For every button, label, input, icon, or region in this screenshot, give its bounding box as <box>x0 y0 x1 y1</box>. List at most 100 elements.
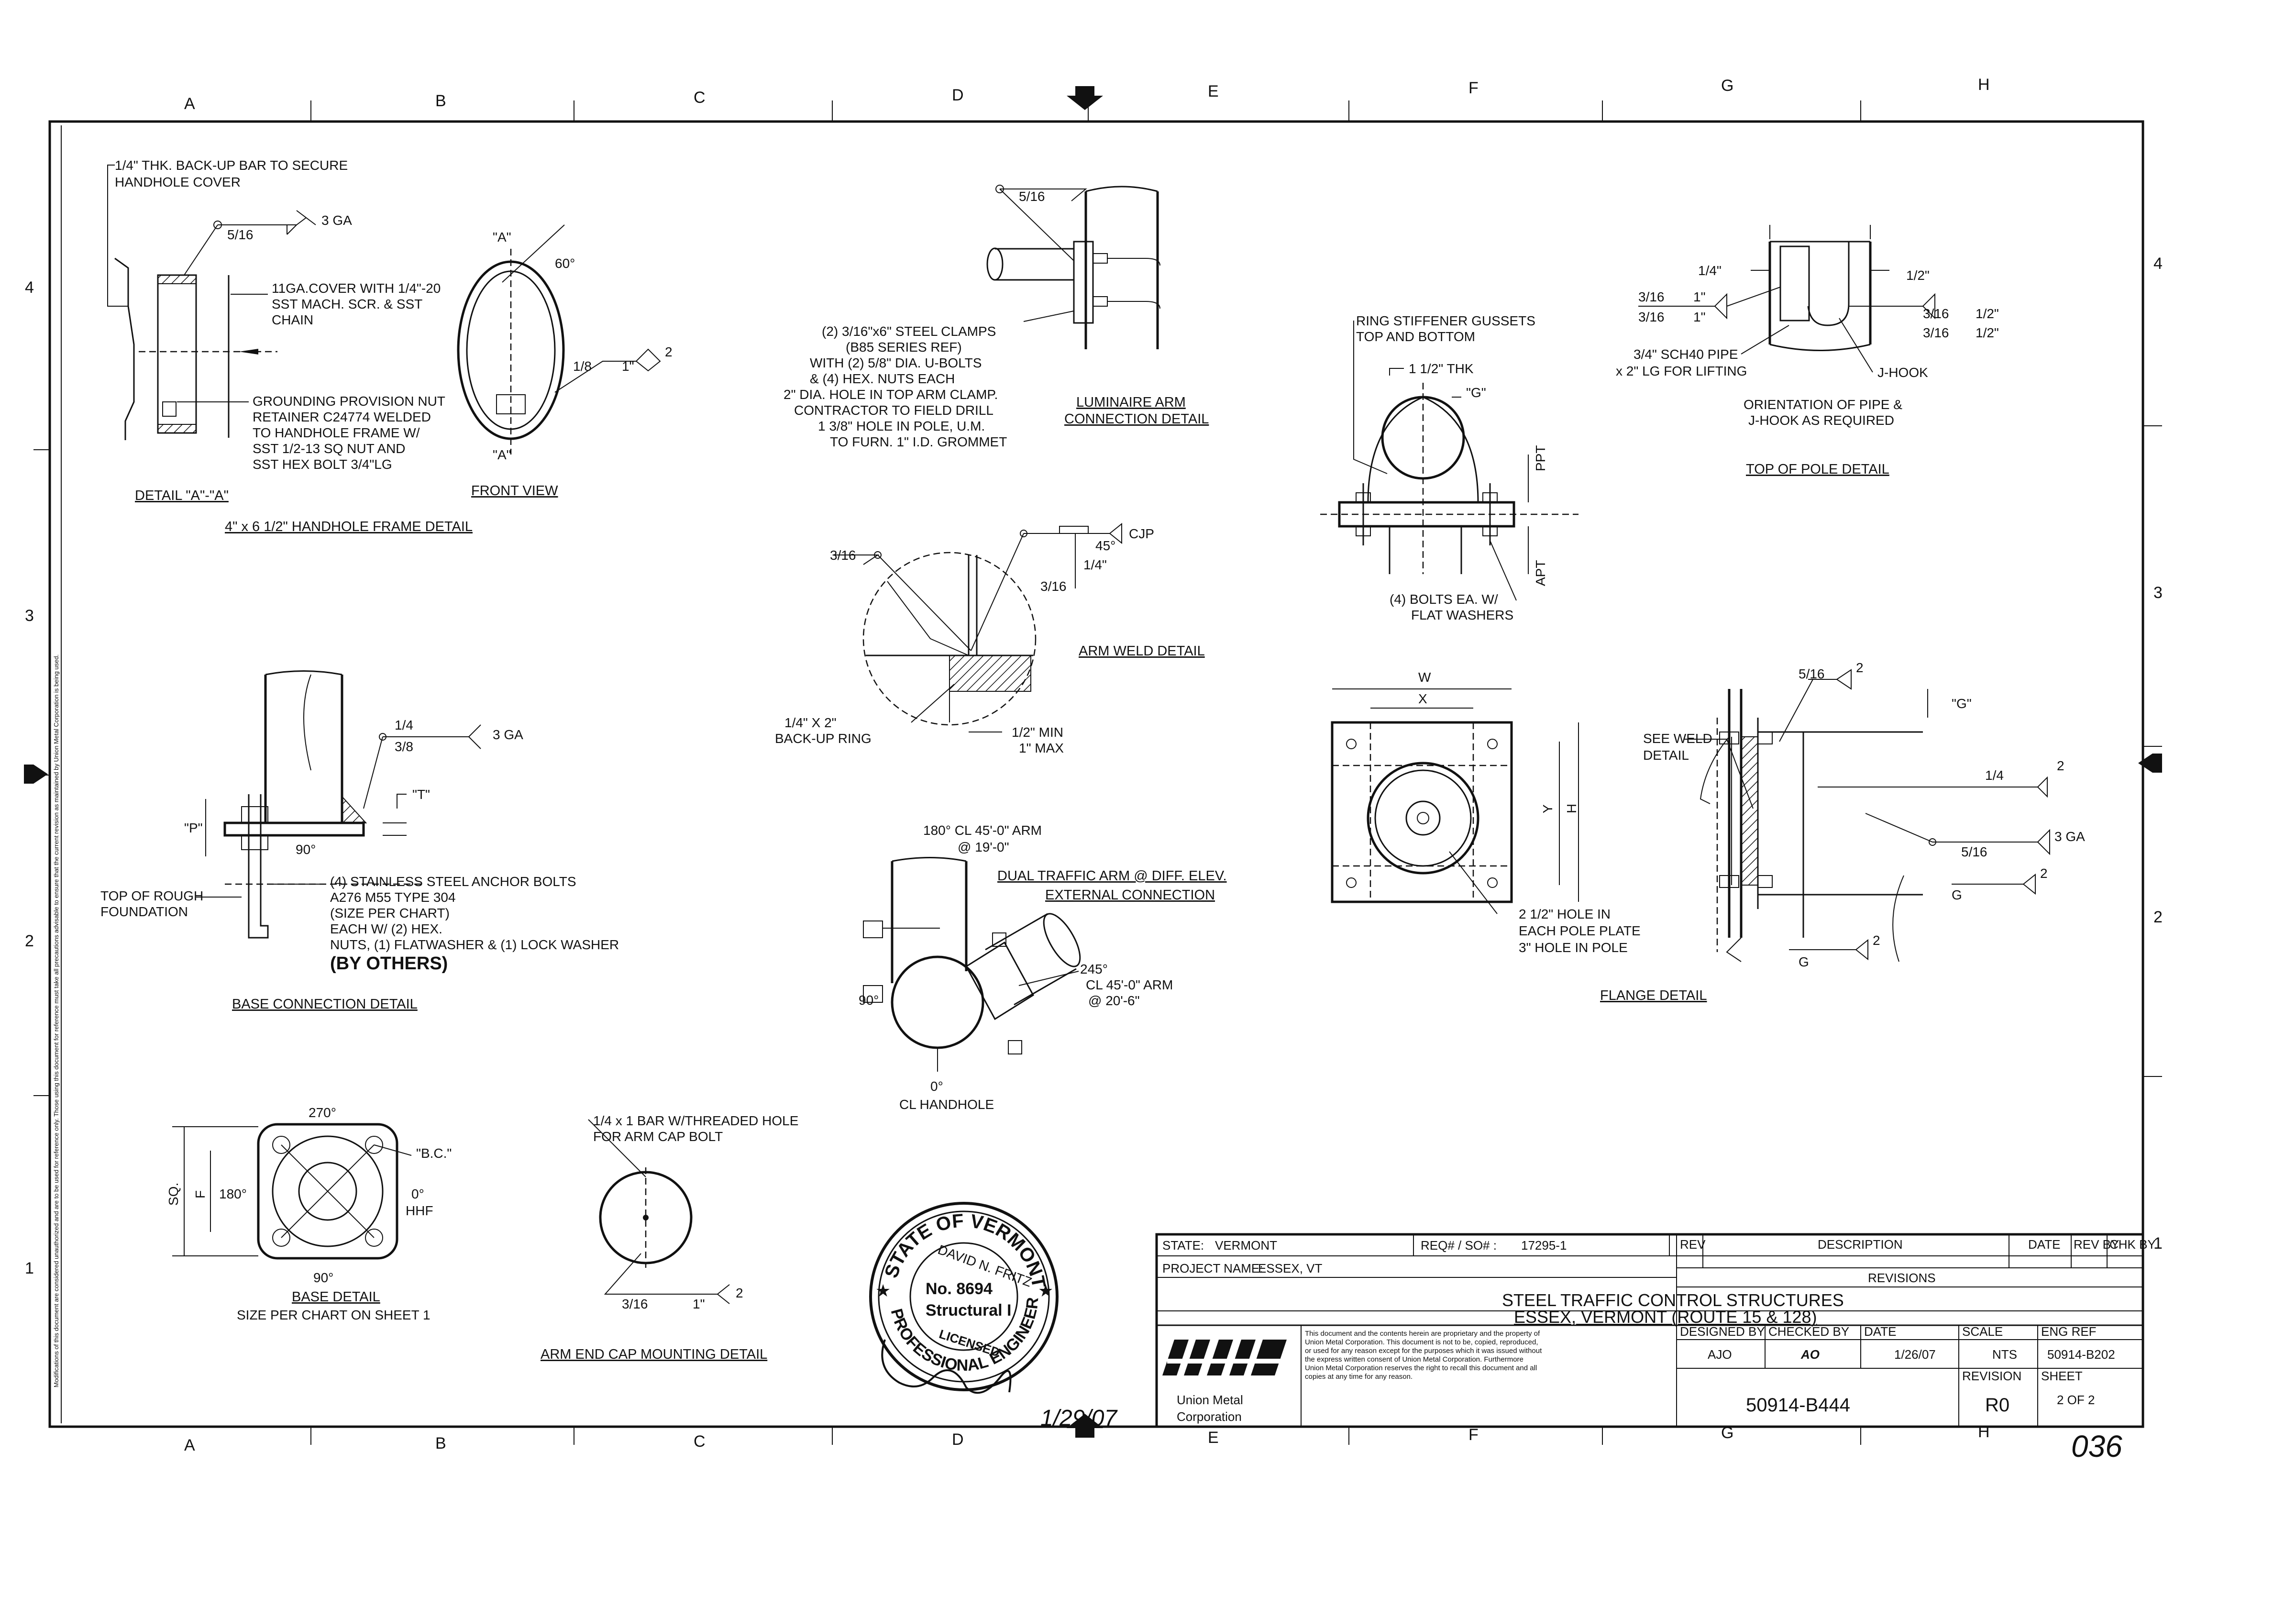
pole-left-dim-0: 1/4" <box>1698 263 1722 278</box>
ring-stiffener-detail: RING STIFFENER GUSSETS TOP AND BOTTOM 1 … <box>1320 313 1578 622</box>
luminaire-title-line2: CONNECTION DETAIL <box>1064 411 1209 427</box>
zone-row-3-left: 3 <box>25 607 34 625</box>
tb-eng-ref-label: ENG REF <box>2041 1324 2097 1339</box>
arm-end-cap-detail: 1/4 x 1 BAR W/THREADED HOLE FOR ARM CAP … <box>541 1113 798 1362</box>
arm-weld-angle: 45° <box>1095 538 1115 553</box>
zone-row-2-left: 2 <box>25 932 34 950</box>
zone-col-f-top: F <box>1468 79 1479 97</box>
zone-col-a-bottom: A <box>184 1436 195 1454</box>
ring-stiffener-ppt: PPT <box>1533 445 1548 471</box>
arm-weld-cjp: CJP <box>1129 526 1154 541</box>
dual-arm-top-line1: 180° CL 45'-0" ARM <box>923 823 1042 838</box>
front-angle: 60° <box>555 256 575 271</box>
ground-callout-line1: GROUNDING PROVISION NUT <box>253 394 445 409</box>
zone-col-b-top: B <box>435 92 446 110</box>
flange-hole-line1: 2 1/2" HOLE IN <box>1519 907 1611 921</box>
cover-callout-line3: CHAIN <box>272 312 313 327</box>
tb-revby-header: REV BY <box>2074 1237 2119 1252</box>
end-cap-callout-line1: 1/4 x 1 BAR W/THREADED HOLE <box>593 1113 798 1128</box>
arm-weld-dim-min: 1/2" MIN <box>1012 725 1063 740</box>
signature-scribble <box>881 1339 1012 1394</box>
drawing-border <box>24 86 2162 1445</box>
tb-company-line2: Corporation <box>1177 1409 1242 1424</box>
zone-col-e-bottom: E <box>1208 1429 1219 1447</box>
backup-bar-callout-line1: 1/4" THK. BACK-UP BAR TO SECURE <box>115 158 348 173</box>
base-weld-top: 1/4 <box>395 718 413 732</box>
front-weld-tail: 2 <box>665 344 673 359</box>
zone-col-g-top: G <box>1721 77 1733 95</box>
ring-stiffener-note-line1: RING STIFFENER GUSSETS <box>1356 313 1535 328</box>
arm-weld-title: ARM WELD DETAIL <box>1079 643 1205 659</box>
tb-rev-header: REV <box>1680 1237 1706 1252</box>
base-bc-label: "B.C." <box>416 1146 452 1161</box>
flange-side-g2: G <box>1799 954 1809 969</box>
base-connection-title: BASE CONNECTION DETAIL <box>232 997 418 1012</box>
end-cap-title: ARM END CAP MOUNTING DETAIL <box>541 1347 767 1362</box>
pole-right-dim-0: 1/2" <box>1906 268 1930 283</box>
flange-side-g2-tail: 2 <box>1873 933 1880 948</box>
union-metal-logo <box>1162 1340 1292 1375</box>
zone-row-1-right: 1 <box>2153 1234 2163 1253</box>
luminaire-note-line1: (2) 3/16"x6" STEEL CLAMPS <box>822 324 996 339</box>
foundation-line1: TOP OF ROUGH <box>100 888 203 903</box>
front-view-label: FRONT VIEW <box>471 483 558 499</box>
page-number: 036 <box>2071 1429 2122 1464</box>
tb-notice-line6: copies at any time for any reason. <box>1305 1373 1413 1381</box>
tb-revision-label: REVISION <box>1962 1369 2021 1383</box>
center-arrow-right-icon <box>2138 754 2162 773</box>
zone-row-1-left: 1 <box>25 1259 34 1277</box>
bolts-note-line5: NUTS, (1) FLATWASHER & (1) LOCK WASHER <box>330 937 619 952</box>
luminaire-note-line3: WITH (2) 5/8" DIA. U-BOLTS <box>810 355 982 370</box>
tb-designed-label: DESIGNED BY <box>1680 1324 1765 1339</box>
title-block: STATE: VERMONT REQ# / SO# : 17295-1 PROJ… <box>1155 1233 2156 1428</box>
end-cap-weld-tail: 2 <box>736 1286 743 1300</box>
zone-row-4-left: 4 <box>25 278 34 297</box>
pipe-note-line1: 3/4" SCH40 PIPE <box>1634 347 1738 362</box>
tb-notice-line2: Union Metal Corporation. This document i… <box>1305 1338 1538 1346</box>
top-of-pole-title: TOP OF POLE DETAIL <box>1746 462 1889 477</box>
pole-left-dim-1: 3/16 <box>1638 289 1665 304</box>
tb-date: 1/26/07 <box>1894 1347 1936 1362</box>
by-others-label: (BY OTHERS) <box>330 954 448 974</box>
arm-weld-detail: 3/16 CJP 45° 1/4" 3/16 1/4" X 2" BACK-UP… <box>775 522 1205 755</box>
orientation-line1: ORIENTATION OF PIPE & <box>1744 397 1902 412</box>
base-detail: SQ. F 270° 180° 90° 0° HHF "B.C." BASE D… <box>166 1105 452 1322</box>
base-detail-title: BASE DETAIL <box>292 1289 380 1305</box>
dual-traffic-arm-detail: 180° CL 45'-0" ARM @ 19'-0" DUAL TRAFFIC… <box>859 823 1227 1112</box>
zone-col-b-bottom: B <box>435 1434 446 1453</box>
ground-callout-line2: RETAINER C24774 WELDED <box>253 410 431 424</box>
seal-class: Structural I <box>926 1301 1011 1320</box>
base-connection-detail: 1/4 3/8 3 GA "T" "P" 90° TOP OF ROUGH FO… <box>100 670 619 1012</box>
luminaire-weld: 5/16 <box>1019 189 1045 204</box>
ring-stiffener-g: "G" <box>1466 385 1486 400</box>
zone-col-d-bottom: D <box>952 1430 964 1449</box>
tb-notice-line3: or used for any reason except for the pu… <box>1305 1347 1542 1355</box>
pole-right-dim-3: 3/16 <box>1923 325 1949 340</box>
luminaire-note-line5: 2" DIA. HOLE IN TOP ARM CLAMP. <box>784 387 998 402</box>
tb-scale: NTS <box>1992 1347 2017 1362</box>
cover-callout-line2: SST MACH. SCR. & SST <box>272 297 422 311</box>
flange-x: X <box>1418 691 1427 706</box>
detail-a-a-label: DETAIL "A"-"A" <box>135 488 229 503</box>
bolts-note-line2: A276 M55 TYPE 304 <box>330 890 456 905</box>
foundation-line2: FOUNDATION <box>100 904 188 919</box>
tb-title-line2: ESSEX, VERMONT (ROUTE 15 & 128) <box>1514 1307 1817 1327</box>
bolts-note-line1: (4) STAINLESS STEEL ANCHOR BOLTS <box>330 874 576 889</box>
flange-side-weld-top-tail: 2 <box>1856 660 1864 675</box>
zone-row-3-right: 3 <box>2153 584 2163 602</box>
front-weld-size: 1/8 <box>573 359 592 374</box>
see-weld-line2: DETAIL <box>1643 748 1689 763</box>
tb-eng-ref: 50914-B202 <box>2047 1347 2115 1362</box>
zone-col-h-top: H <box>1978 76 1990 94</box>
flange-h: H <box>1564 804 1579 813</box>
tb-company-line1: Union Metal <box>1177 1393 1243 1407</box>
ring-stiffener-thk: 1 1/2" THK <box>1409 361 1474 376</box>
base-right-angle: 0° <box>411 1187 424 1201</box>
base-right-hhf: HHF <box>406 1203 433 1218</box>
tb-drawing-number: 50914-B444 <box>1746 1395 1850 1416</box>
dual-arm-title-line2: EXTERNAL CONNECTION <box>1045 887 1215 903</box>
base-sq-label: SQ. <box>166 1183 181 1206</box>
tb-desc-header: DESCRIPTION <box>1818 1237 1903 1252</box>
pole-left-dim-2: 1" <box>1693 289 1706 304</box>
ground-callout-line4: SST 1/2-13 SQ NUT AND <box>253 441 406 456</box>
